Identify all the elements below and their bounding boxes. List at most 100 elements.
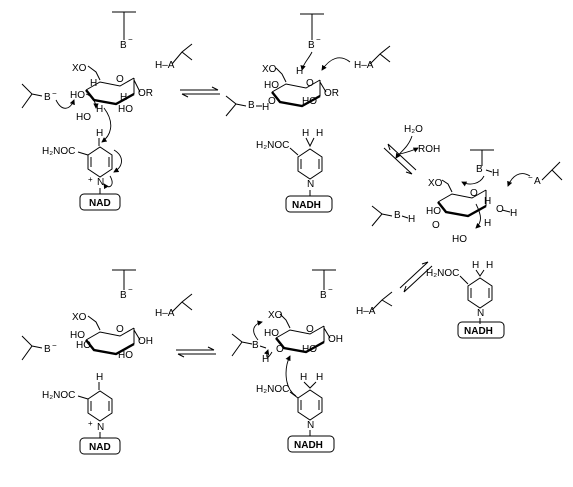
nic5-h: H (96, 372, 103, 383)
step4-group: B − H–A XO O OH HO O HO B H H H H₂NOC N (231, 269, 393, 453)
arrow-base2 (300, 51, 313, 71)
ho2-label: HO (264, 80, 279, 91)
amide-bond (77, 151, 89, 156)
c1-bond4 (323, 327, 331, 339)
roh-label: ROH (418, 144, 440, 155)
bh4-h: H (262, 354, 269, 365)
nadh-right-group: H H H₂NOC N NADH (426, 260, 505, 339)
base-charge: − (128, 35, 133, 44)
c6-bond3 (441, 179, 453, 193)
equilibrium-top (180, 86, 220, 98)
arrow-hydride (101, 107, 112, 143)
nadh1-ring (297, 148, 323, 180)
xo3-label: XO (428, 178, 443, 189)
acid5-tripod (171, 293, 193, 313)
oh3-h2: H (484, 196, 491, 207)
bh3-tripod (371, 205, 393, 227)
ring-oh: HO (118, 104, 133, 115)
nadh1-h2: H (316, 128, 323, 139)
arrow-base3 (461, 175, 485, 187)
ho5a-label: HO (70, 330, 85, 341)
nadh1-amide-bond (289, 147, 299, 156)
nadh2-ring (467, 277, 493, 309)
nad2-box (79, 437, 121, 455)
nadh3-h1: H (300, 372, 307, 383)
nadh2-amide: H₂NOC (426, 268, 459, 279)
oh3-bond (501, 209, 511, 213)
nadh2-n: N (477, 308, 484, 319)
ho4-label: HO (264, 328, 279, 339)
acid4-label: H–A (356, 306, 376, 317)
ho2b-label: HO (302, 96, 317, 107)
left-base-charge: − (52, 89, 57, 98)
acid5-label: H–A (155, 308, 175, 319)
or2-label: OR (324, 88, 339, 99)
base2-charge: − (316, 35, 321, 44)
arrow-ring2 (103, 175, 113, 190)
a3-tripod (541, 161, 563, 181)
arrow-bh4 (253, 320, 263, 341)
equilibrium-right-top: H₂O ROH (383, 124, 440, 175)
ring-h2: H (120, 92, 127, 103)
nadh1-amide: H₂NOC (256, 140, 289, 151)
o2-ketone: O (268, 96, 276, 107)
nadh3-ch2 (303, 381, 317, 389)
step5-group: B − H–A XO O OH HO HO HO B − H H₂NOC N +… (21, 269, 193, 455)
xo-label: XO (72, 63, 87, 74)
xo2-label: XO (262, 64, 277, 75)
b5-charge: − (52, 341, 57, 350)
oh5-label: OH (138, 336, 153, 347)
a3-charge: − (528, 173, 533, 182)
h2-top: H (296, 66, 303, 77)
step1-group: B − H–A XO O OR H H HO HO HO H B − H H₂N… (21, 11, 193, 211)
ho5b-label: HO (76, 340, 91, 351)
acid2-label: H–A (354, 60, 374, 71)
arrow-roh-out (399, 147, 419, 155)
nad-box (79, 193, 121, 211)
water-label: H₂O (404, 124, 423, 135)
ring2-oxygen: O (306, 78, 314, 89)
base4-label: B (320, 290, 327, 301)
nadh3-box (287, 435, 335, 453)
ho3b-label: HO (452, 234, 467, 245)
arrow-oh-bond (85, 93, 99, 109)
a3-label: A (534, 176, 541, 187)
c4-h: H (96, 104, 103, 115)
ring-h1: H (90, 78, 97, 89)
ring5-oxygen: O (116, 324, 124, 335)
c1-bond2 (319, 81, 327, 93)
ring-n: N (97, 177, 104, 188)
amide-label: H₂NOC (42, 146, 75, 157)
step2-group: B − H–A XO O OR HO O HO H B H H H H₂NOC … (225, 13, 391, 213)
bh3-bond (401, 215, 409, 219)
nadh2-ch2 (475, 269, 485, 277)
nadh1-h1: H (302, 128, 309, 139)
c6-bond (87, 65, 101, 81)
bh3-h: H (408, 214, 415, 225)
equilibrium-bottom (176, 346, 216, 358)
nicotinamide-ring (87, 146, 113, 178)
acid4-tripod (371, 291, 393, 311)
nadh3-h2: H (316, 372, 323, 383)
b5-tripod (21, 335, 43, 361)
oh3-o: O (496, 204, 504, 215)
nadh3-amide: H₂NOC (256, 384, 289, 395)
ring5-n: N (97, 422, 104, 433)
oh4-label: OH (328, 334, 343, 345)
base-label: B (120, 40, 127, 51)
bh4-tripod (231, 333, 253, 357)
arrow-bh4-b (264, 349, 273, 358)
base5-label: B (120, 290, 127, 301)
acid-tripod (171, 43, 193, 65)
base2-label: B (308, 40, 315, 51)
b5-label: B (44, 344, 51, 355)
acid2-tripod (369, 45, 391, 65)
bh4-label: B (252, 340, 259, 351)
nadh1-box (285, 195, 333, 213)
left-base-label: B (44, 92, 51, 103)
ring-n-charge: + (88, 175, 93, 184)
arrow-hydride-return (285, 355, 297, 397)
bh3-label: B (394, 210, 401, 221)
